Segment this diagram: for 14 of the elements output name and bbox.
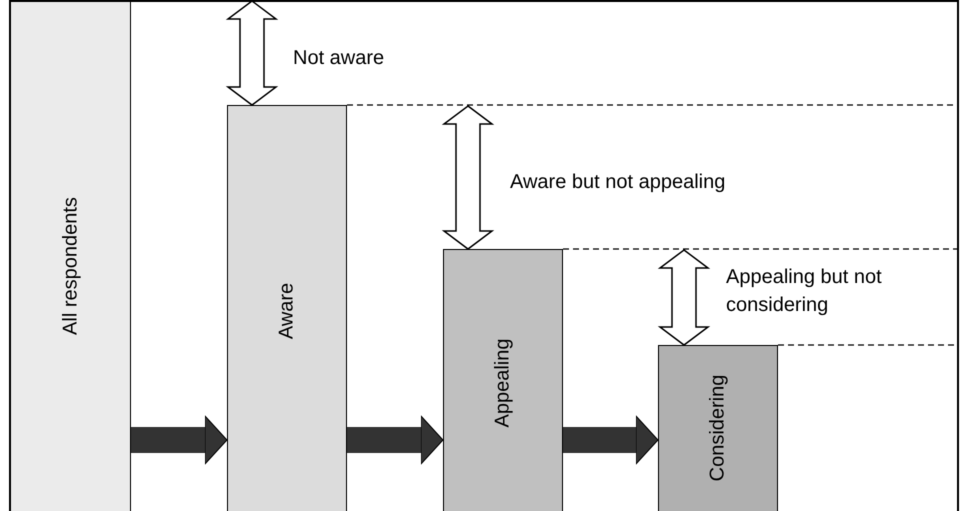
bar — [10, 0, 131, 511]
bar — [443, 249, 563, 511]
bar-label: Considering — [706, 374, 730, 482]
gap-label: Appealing but not considering — [726, 265, 883, 318]
bar-label: Aware — [276, 282, 298, 340]
arrow — [347, 416, 444, 464]
gap-label: Not aware — [293, 46, 386, 71]
bar — [658, 345, 778, 511]
arrow — [563, 416, 658, 464]
bar-label: All respondents — [59, 197, 82, 335]
bar-label: Appealing — [492, 338, 514, 428]
gap-label: Aware but not appealing — [510, 170, 726, 195]
bar — [227, 105, 347, 511]
arrow — [131, 416, 228, 464]
